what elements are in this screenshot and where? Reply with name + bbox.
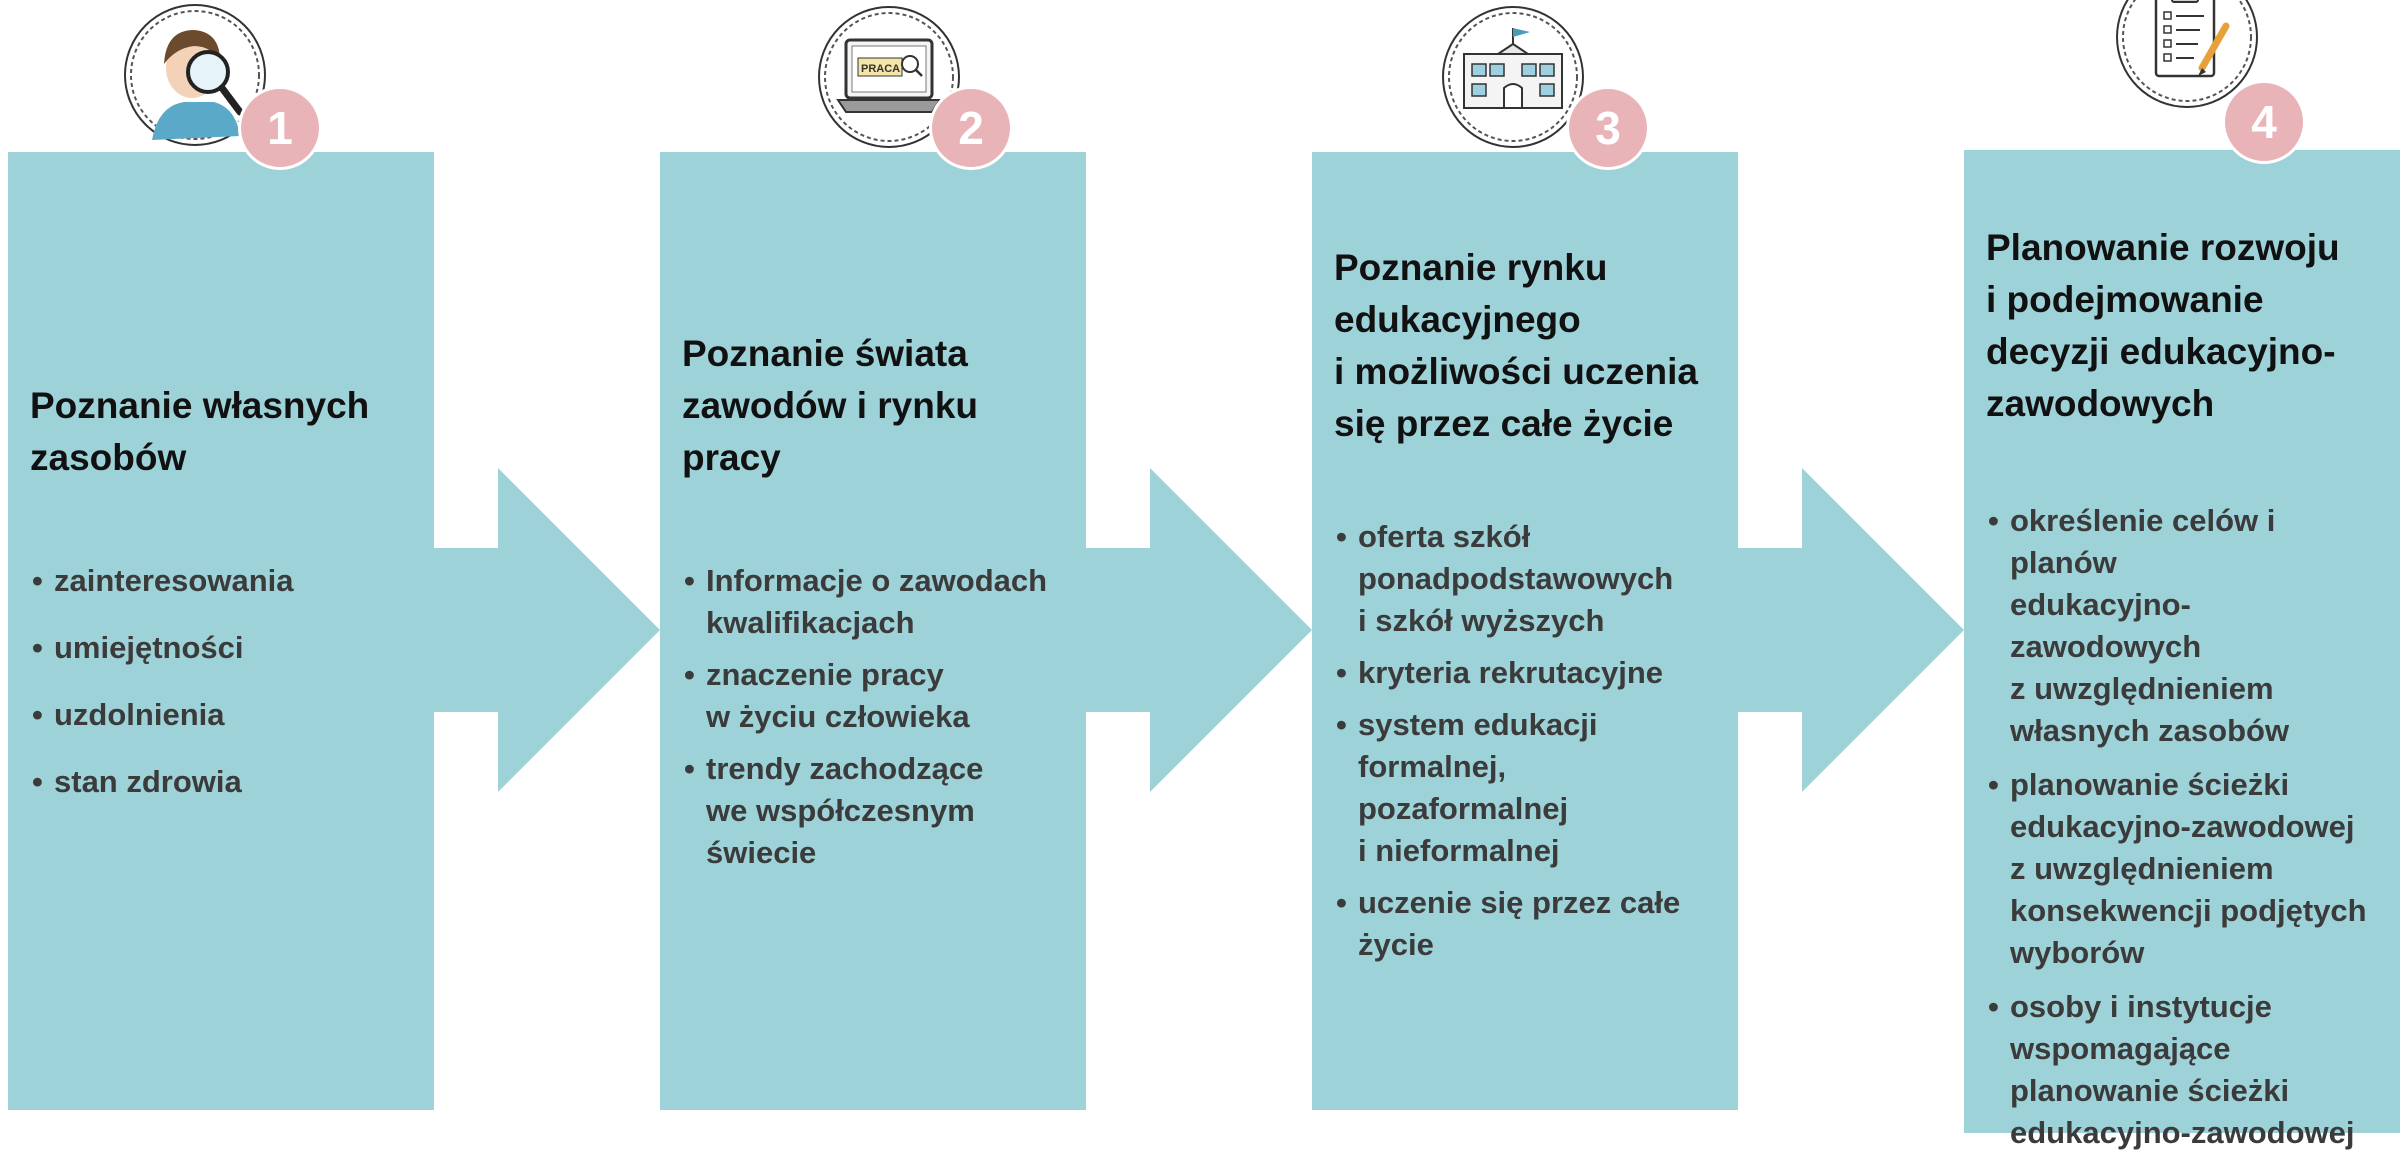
arrow-shape xyxy=(1724,468,1964,792)
step-panel-4: Planowanie rozwoju i podejmowanie decyzj… xyxy=(1964,150,2400,1150)
list-item: •zainteresowania xyxy=(32,563,294,598)
arrow-3-to-4 xyxy=(1724,468,1964,792)
list-item: •planowanie ścieżki edukacyjno-zawodowej… xyxy=(1988,767,2367,970)
list-item: •określenie celów i planów edukacyjno-za… xyxy=(1988,503,2290,748)
step-panel-2: Poznanie świata zawodów i rynku pracy •I… xyxy=(660,152,1086,1110)
list-item: •kryteria rekrutacyjne xyxy=(1336,655,1664,690)
step-number-badge: 1 xyxy=(238,86,322,170)
arrow-shape xyxy=(1072,468,1312,792)
step-items: •oferta szkół ponadpodstawowych i szkół … xyxy=(1334,516,1716,966)
list-item: •uczenie się przez całe życie xyxy=(1336,885,1681,962)
list-item: •stan zdrowia xyxy=(32,764,242,799)
step-items: •określenie celów i planów edukacyjno-za… xyxy=(1986,500,2378,1154)
list-item: •uzdolnienia xyxy=(32,697,225,732)
step-title: Planowanie rozwoju i podejmowanie decyzj… xyxy=(1986,227,2340,424)
list-item: •osoby i instytucje wspomagające planowa… xyxy=(1988,989,2355,1150)
laptop-job-search-icon: PRACA xyxy=(816,4,962,150)
list-item: •umiejętności xyxy=(32,630,244,665)
laptop-screen-text: PRACA xyxy=(861,63,900,75)
step-title: Poznanie świata zawodów i rynku pracy xyxy=(682,333,979,478)
step-items: •Informacje o zawodach kwalifikacjach •z… xyxy=(682,560,1064,874)
list-item: •Informacje o zawodach kwalifikacjach xyxy=(684,563,1048,640)
step-number-badge: 4 xyxy=(2222,80,2306,164)
step-number-badge: 2 xyxy=(929,86,1013,170)
arrow-2-to-3 xyxy=(1072,468,1312,792)
step-panel-3: Poznanie rynku edukacyjnego i możliwości… xyxy=(1312,152,1738,1110)
step-panel-1: Poznanie własnych zasobów •zainteresowan… xyxy=(8,152,434,1110)
list-item: •oferta szkół ponadpodstawowych i szkół … xyxy=(1336,519,1674,638)
step-title: Poznanie rynku edukacyjnego i możliwości… xyxy=(1334,247,1698,444)
list-item: •znaczenie pracy w życiu człowieka xyxy=(684,657,970,734)
arrow-shape xyxy=(420,468,660,792)
school-building-icon xyxy=(1440,4,1586,150)
step-title: Poznanie własnych zasobów xyxy=(30,385,370,478)
step-items: •zainteresowania •umiejętności •uzdolnie… xyxy=(30,560,412,803)
arrow-1-to-2 xyxy=(420,468,660,792)
list-item: •trendy zachodzące we współczesnym świec… xyxy=(684,751,984,870)
magnifier-person-icon xyxy=(122,2,268,148)
clipboard-checklist-icon xyxy=(2114,0,2260,110)
list-item: •system edukacji formalnej, pozaformalne… xyxy=(1336,707,1598,868)
step-number-badge: 3 xyxy=(1566,86,1650,170)
